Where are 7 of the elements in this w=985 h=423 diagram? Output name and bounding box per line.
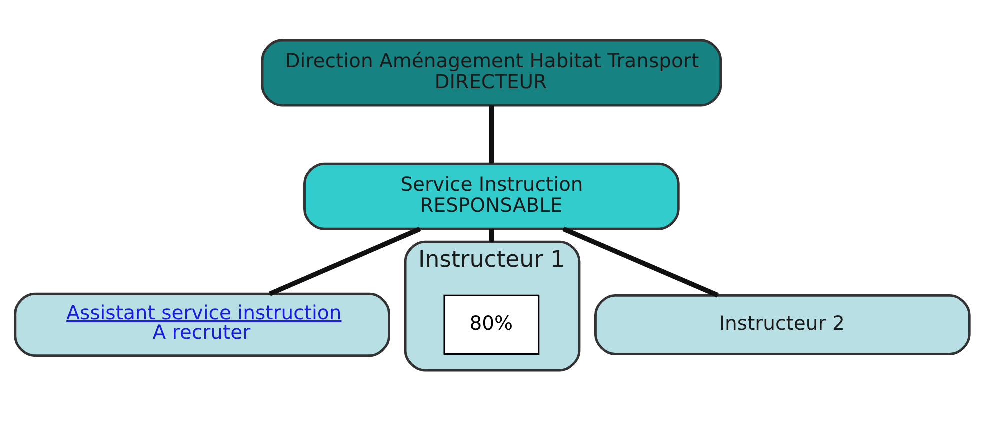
node-box: 80% <box>444 294 540 355</box>
node-box: Instructeur 2 <box>594 294 971 355</box>
node-box: Service Instruction RESPONSABLE <box>304 162 680 230</box>
node-box: Direction Aménagement Habitat Transport DIRECTEUR <box>261 38 722 106</box>
connector <box>489 105 494 164</box>
connector <box>489 228 494 242</box>
node-box: Assistant service instruction A recruter <box>14 292 390 357</box>
